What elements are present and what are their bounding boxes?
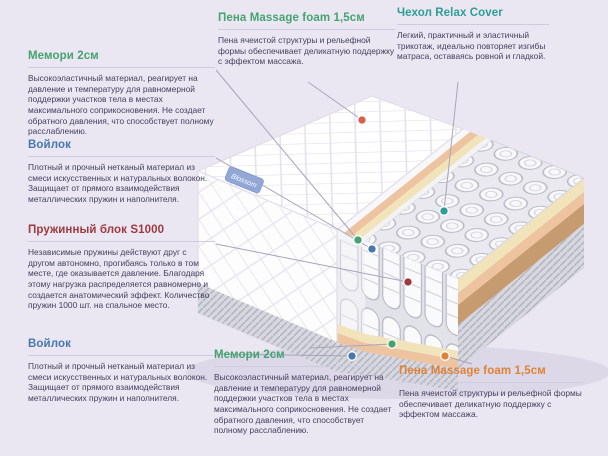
voilok-top-dot xyxy=(367,244,377,254)
leader-memori-left xyxy=(215,69,359,241)
strip-memori-top xyxy=(352,135,486,239)
annotation-title: Пена Massage foam 1,5см xyxy=(218,12,395,31)
annotation-title: Войлок xyxy=(28,338,215,357)
annotation-voilok-top: Войлок Плотный и прочный нетканый матери… xyxy=(28,139,215,205)
cover-dot xyxy=(439,206,449,216)
annotation-body: Высокоэластичный материал, реагирует на … xyxy=(28,73,214,137)
annotation-title: Мемори 2см xyxy=(28,50,215,69)
annotation-title: Войлок xyxy=(28,139,215,158)
foam-bottom-dot xyxy=(440,351,450,361)
bottom-memori-layer xyxy=(365,334,458,360)
memori-bottom-dot xyxy=(387,339,397,349)
memori-top-dot xyxy=(353,235,363,245)
annotation-foam-bottom: Пена Massage foam 1,5см Пена ячеистой ст… xyxy=(399,365,583,420)
annotation-title: Пружинный блок S1000 xyxy=(28,224,215,243)
leader-voilok-bottom xyxy=(215,353,353,357)
annotation-body: Независимые пружины действуют друг с дру… xyxy=(28,247,210,311)
front-border-band xyxy=(198,283,337,372)
mattress-body: Blossom xyxy=(197,95,585,391)
cut-bottom-memori xyxy=(337,324,365,343)
cut-bottom-foam xyxy=(337,333,365,352)
layer-dots xyxy=(347,115,450,361)
end-foam-layer xyxy=(458,192,584,305)
end-memori-layer xyxy=(458,178,584,293)
strip-cover-edge xyxy=(337,129,470,233)
quilt-top-pattern xyxy=(198,96,463,230)
strip-foam-top xyxy=(344,132,478,236)
annotation-title: Мемори 2см xyxy=(214,349,394,368)
annotation-foam-top: Пена Massage foam 1,5см Пена ячеистой ст… xyxy=(218,12,395,67)
end-fabric-layer xyxy=(458,204,584,325)
annotation-title: Чехол Relax Cover xyxy=(397,7,549,26)
leader-cover xyxy=(443,81,459,212)
strip-voilok-top xyxy=(360,138,491,241)
leader-memori-bottom xyxy=(309,343,393,349)
voilok-bottom-dot xyxy=(347,351,357,361)
annotation-memori-bottom: Мемори 2см Высокоэластичный материал, ре… xyxy=(214,349,394,436)
cut-face-coils xyxy=(337,238,365,334)
annotation-body: Пена ячеистой структуры и рельефной форм… xyxy=(399,388,582,420)
foam-top-dot xyxy=(357,115,367,125)
annotation-body: Пена ячеистой структуры и рельефной форм… xyxy=(218,35,395,67)
annotation-springs: Пружинный блок S1000 Независимые пружины… xyxy=(28,224,215,311)
springs-dot xyxy=(403,277,413,287)
leader-foam-top xyxy=(307,81,363,121)
annotation-title: Пена Massage foam 1,5см xyxy=(399,365,583,384)
leader-lines xyxy=(215,69,473,365)
annotation-body: Легкий, практичный и эластичный трикотаж… xyxy=(397,30,546,62)
bottom-border-band xyxy=(365,352,458,391)
annotation-voilok-bottom: Войлок Плотный и прочный нетканый матери… xyxy=(28,338,215,404)
bottom-foam-layer xyxy=(365,343,458,369)
annotation-body: Плотный и прочный нетканый материал из с… xyxy=(28,361,208,403)
leader-springs xyxy=(215,243,409,283)
front-face-pattern xyxy=(198,171,337,342)
annotation-body: Высокоэластичный материал, реагирует на … xyxy=(214,372,392,436)
annotation-memori-left: Мемори 2см Высокоэластичный материал, ре… xyxy=(28,50,215,137)
annotation-cover: Чехол Relax Cover Легкий, практичный и э… xyxy=(397,7,549,62)
leader-voilok-top xyxy=(215,157,373,250)
annotation-body: Плотный и прочный нетканый материал из с… xyxy=(28,162,208,204)
spring-block-front xyxy=(365,241,458,351)
end-border-band xyxy=(458,224,584,369)
